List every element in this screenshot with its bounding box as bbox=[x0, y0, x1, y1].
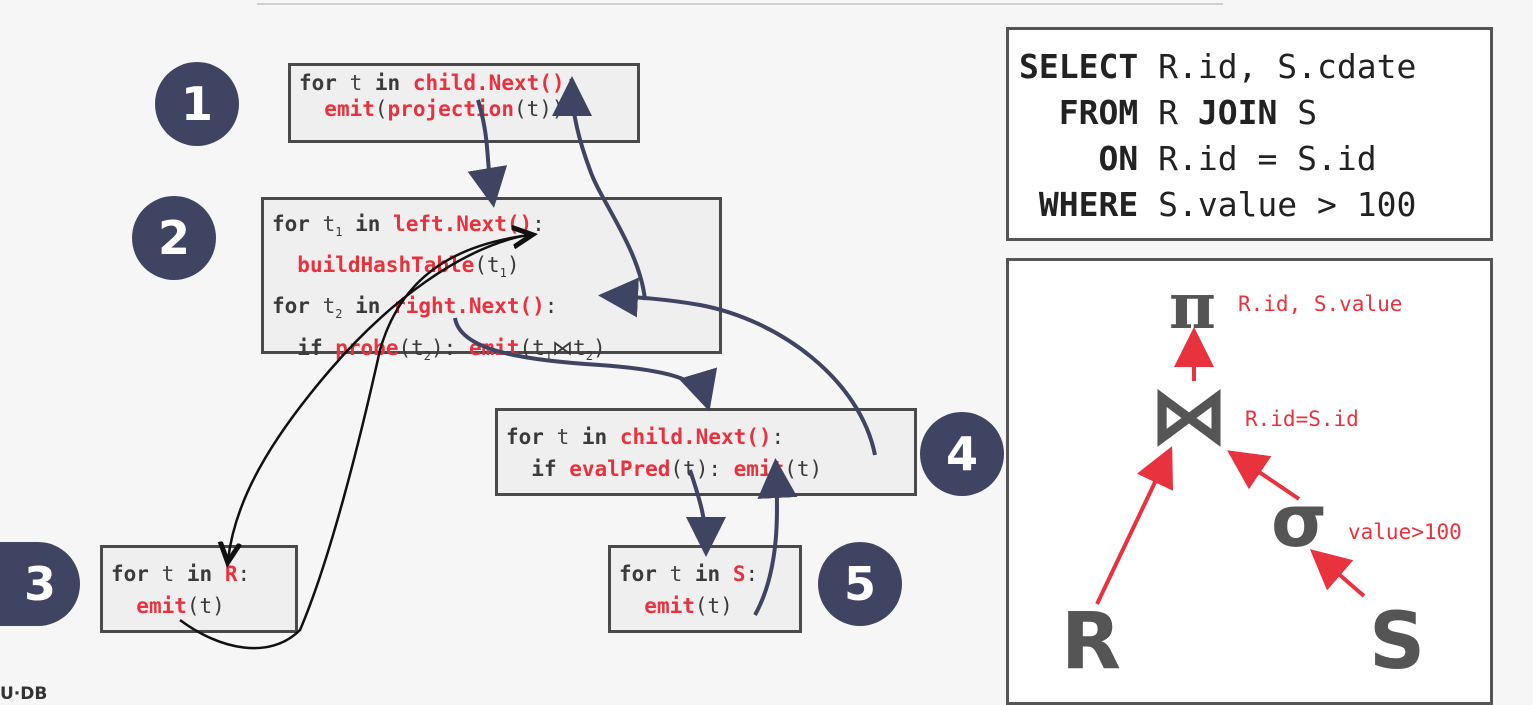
course-logo: U·DB bbox=[0, 684, 48, 704]
operator-4-selection: for t in child.Next(): if evalPred(t): e… bbox=[495, 408, 917, 496]
join-symbol: ⋈ bbox=[1149, 369, 1229, 462]
sql-from-kw: FROM bbox=[1058, 93, 1139, 132]
operator-2-hash-join: for t1 in left.Next(): buildHashTable(t1… bbox=[261, 197, 722, 363]
sql-select-kw: SELECT bbox=[1019, 47, 1139, 86]
fn-build-hash-table: buildHashTable bbox=[297, 253, 475, 278]
arrow-4-calls-5 bbox=[685, 469, 726, 557]
sql-query-box: SELECT R.id, S.cdate FROM R JOIN S ON R.… bbox=[1006, 27, 1493, 241]
kw-for: for bbox=[506, 425, 544, 449]
step-1-badge: 1 bbox=[155, 62, 239, 146]
query-plan-box: π R.id, S.value ⋈ R.id=S.id σ value>100 … bbox=[1006, 258, 1493, 705]
kw-for: for bbox=[619, 562, 657, 586]
arrow-1-calls-2 bbox=[467, 99, 508, 208]
var-t: t bbox=[573, 335, 586, 360]
subscript: 1 bbox=[544, 348, 553, 363]
var-t: t bbox=[543, 425, 582, 449]
top-divider bbox=[257, 3, 1223, 5]
step-5-badge: 5 bbox=[818, 542, 902, 626]
var-t: t bbox=[309, 212, 336, 236]
fn-emit: emit bbox=[644, 594, 695, 618]
kw-if: if bbox=[297, 335, 323, 360]
fn-emit: emit bbox=[324, 97, 375, 121]
kw-for: for bbox=[272, 212, 310, 236]
kw-in: in bbox=[581, 425, 608, 449]
args-colon: (t): bbox=[670, 457, 734, 481]
fn-emit: emit bbox=[136, 594, 187, 618]
relation-r: R bbox=[1061, 597, 1122, 687]
var-t: t bbox=[656, 562, 695, 586]
sql-on-cond: R.id = S.id bbox=[1138, 139, 1377, 178]
kw-for: for bbox=[111, 562, 149, 586]
paren-close: ) bbox=[506, 253, 520, 278]
relation-s: S bbox=[1369, 597, 1426, 687]
arrow-3-returns-2 bbox=[179, 235, 530, 650]
sql-where-cond: S.value > 100 bbox=[1138, 185, 1417, 224]
fn-eval-pred: evalPred bbox=[569, 457, 671, 481]
arrow-4-returns-2 bbox=[598, 277, 877, 456]
projection-label: R.id, S.value bbox=[1238, 292, 1403, 316]
colon: : bbox=[745, 562, 759, 586]
sql-where-kw: WHERE bbox=[1038, 185, 1139, 224]
kw-in: in bbox=[374, 71, 401, 95]
sql-table-s: S bbox=[1277, 93, 1318, 132]
paren: (t bbox=[398, 335, 424, 360]
args: (t) bbox=[186, 594, 225, 618]
subscript: 2 bbox=[585, 348, 593, 363]
selection-label: value>100 bbox=[1348, 520, 1462, 544]
step-3-badge: 3 bbox=[0, 542, 80, 626]
var-t: t bbox=[336, 71, 375, 95]
projection-symbol: π bbox=[1169, 269, 1216, 344]
paren: ( bbox=[374, 97, 388, 121]
var-t: t bbox=[309, 294, 336, 319]
arrow-5-returns-4 bbox=[753, 458, 798, 616]
sql-table-r: R bbox=[1138, 93, 1198, 132]
join-symbol: ⋈ bbox=[552, 335, 574, 360]
step-4-badge: 4 bbox=[920, 412, 1004, 496]
step-2-badge: 2 bbox=[132, 196, 216, 280]
subscript: 2 bbox=[335, 307, 343, 322]
edge-sigma-to-join bbox=[1227, 450, 1301, 501]
subscript: 2 bbox=[423, 348, 431, 363]
sql-on-kw: ON bbox=[1098, 139, 1139, 178]
paren: (t bbox=[474, 253, 500, 278]
sql-select-cols: R.id, S.cdate bbox=[1138, 47, 1417, 86]
selection-symbol: σ bbox=[1271, 479, 1328, 563]
paren-close: ) bbox=[592, 335, 606, 360]
plan-edges bbox=[1095, 327, 1366, 605]
sql-join-kw: JOIN bbox=[1197, 93, 1278, 132]
fn-left-next: left.Next() bbox=[393, 212, 533, 236]
kw-for: for bbox=[299, 71, 337, 95]
join-label: R.id=S.id bbox=[1245, 407, 1359, 431]
table-s: S bbox=[732, 562, 746, 586]
fn-right-next: right.Next() bbox=[393, 294, 545, 319]
var-t: t bbox=[148, 562, 187, 586]
subscript: 1 bbox=[335, 225, 343, 240]
fn-child-next: child.Next() bbox=[412, 71, 565, 95]
arrow-2-calls-4 bbox=[453, 317, 718, 412]
kw-in: in bbox=[186, 562, 213, 586]
fn-probe: probe bbox=[335, 335, 399, 360]
colon: : bbox=[544, 294, 558, 319]
edge-r-to-join bbox=[1095, 446, 1174, 605]
kw-if: if bbox=[531, 457, 557, 481]
fn-projection: projection bbox=[387, 97, 514, 121]
fn-child-next: child.Next() bbox=[619, 425, 772, 449]
args: (t) bbox=[694, 594, 733, 618]
arrow-2-calls-3 bbox=[228, 234, 523, 560]
kw-in: in bbox=[694, 562, 721, 586]
kw-in: in bbox=[342, 212, 394, 236]
arrow-2-returns-1 bbox=[552, 76, 647, 301]
colon: : bbox=[771, 425, 785, 449]
kw-in: in bbox=[342, 294, 394, 319]
subscript: 1 bbox=[499, 266, 507, 281]
kw-for: for bbox=[272, 294, 310, 319]
paren-colon: ): bbox=[431, 335, 469, 360]
edge-s-to-sigma bbox=[1309, 549, 1366, 598]
